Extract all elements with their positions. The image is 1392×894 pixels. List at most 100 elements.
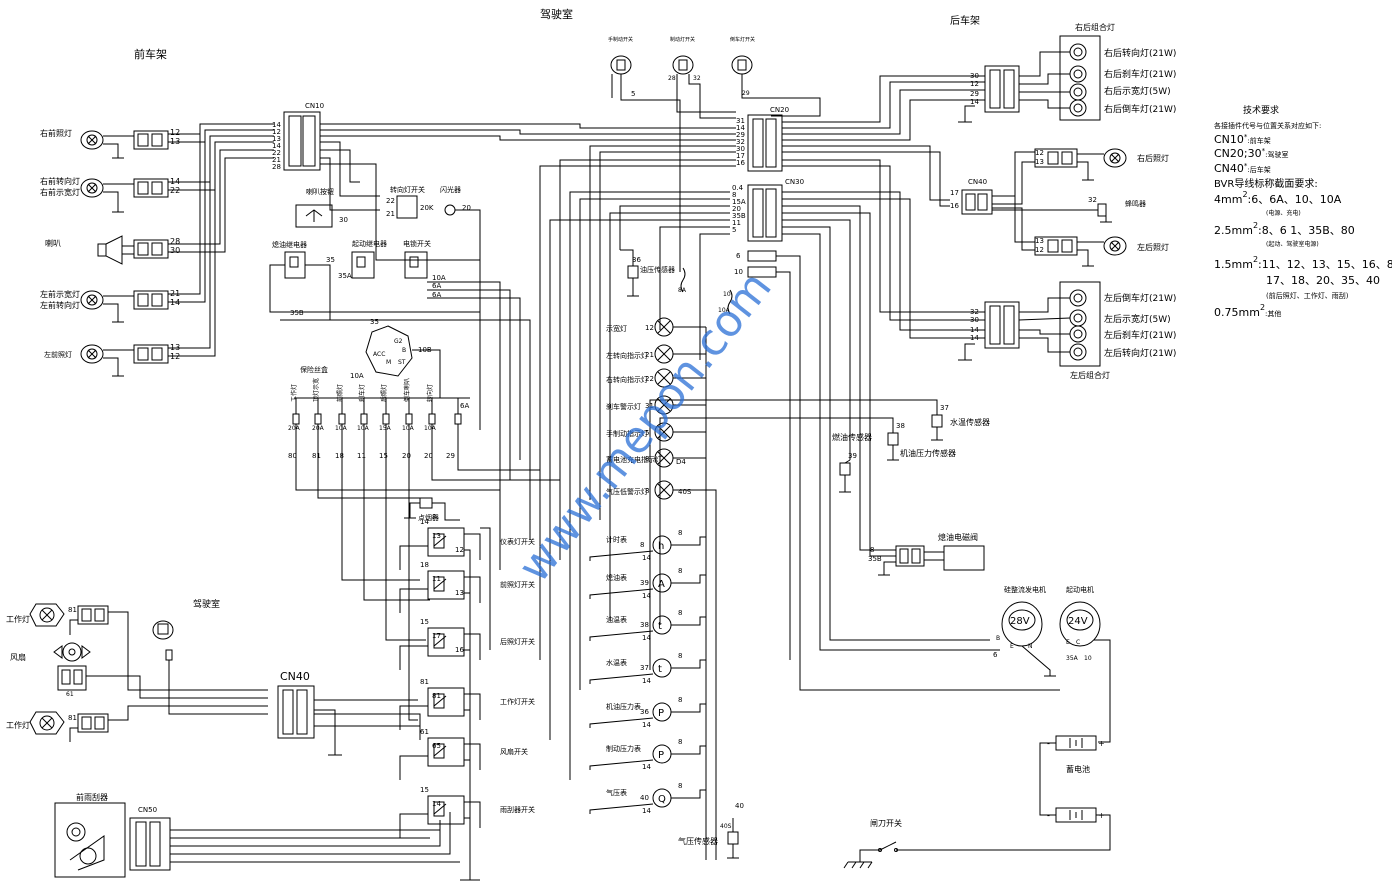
svg-text:8: 8 [678, 738, 682, 746]
lighter-icon [419, 497, 433, 509]
alt-pin: E [1010, 643, 1014, 650]
reverse-switch-label: 倒车灯开关 [730, 36, 755, 43]
work-light-label-2: 工作灯 [6, 720, 30, 730]
pin: 22 [272, 149, 281, 157]
buzzer-label: 蜂鸣器 [1125, 199, 1146, 208]
rear-group-left: 32 30 14 14 左后倒车灯(21W) 左后示宽灯(5W) 左后刹车灯(2… [958, 281, 1176, 380]
svg-text:6: 6 [736, 252, 741, 260]
pin: 13 [455, 589, 464, 597]
fuel-sensor-label: 燃油传感器 [832, 432, 872, 442]
handbrake-switch-label: 手制动开关 [608, 36, 633, 43]
switch-label: 风扇开关 [500, 747, 528, 756]
svg-text:22: 22 [386, 197, 395, 205]
tech-line3: CN20;30*:驾驶室 [1214, 147, 1288, 160]
battery: -+ 蓄电池 -+ [896, 735, 1111, 851]
turn-switch-label: 转向灯开关 [390, 185, 425, 194]
fuse [382, 398, 390, 448]
cn40-right-label: CN40 [968, 178, 987, 186]
lamp-icon [80, 344, 104, 364]
svg-text:14: 14 [642, 554, 651, 562]
gauge-symbol: P [658, 708, 664, 719]
pin: 30 [170, 246, 180, 255]
switch-body [427, 570, 465, 600]
pin: 13 [432, 532, 441, 540]
pin: 20 [732, 205, 741, 213]
fuse-label: 前照灯 [336, 384, 344, 402]
pin: 35B [732, 212, 746, 220]
sensor-icon [839, 462, 851, 476]
indicator-label: 右转向指示灯 [606, 375, 648, 384]
switch-label: 雨刮器开关 [500, 805, 535, 814]
pin: 14 [272, 142, 281, 150]
fuel-relay-label: 熄油继电器 [272, 240, 307, 249]
lighter-label: 点烟器 [418, 513, 439, 522]
gauge-label: 水温表 [606, 658, 627, 667]
gauge-label: 熄油表 [606, 573, 627, 582]
gauge-icon [652, 658, 672, 678]
pin: 12 [170, 128, 180, 137]
pin: 16 [950, 202, 959, 210]
oil-pressure-sensor-label: 机油压力传感器 [900, 448, 956, 458]
cab-lamp-icon [152, 620, 174, 640]
fuse-wire: 18 [335, 452, 344, 460]
rear-right-head-label: 右后照灯 [1137, 153, 1169, 163]
fuse-amp: 10A [402, 425, 415, 432]
lamp-icon [80, 290, 104, 310]
fan-label: 风扇 [10, 652, 26, 662]
starter-voltage: 24V [1068, 616, 1088, 627]
pin: 29 [736, 131, 745, 139]
key-pin: ST [398, 359, 406, 366]
pin: 12 [645, 324, 654, 332]
lamp-icon [1069, 309, 1087, 327]
brake-switch-label: 制动灯开关 [670, 36, 695, 43]
fuse [292, 398, 300, 448]
svg-text:39: 39 [848, 452, 857, 460]
fuse-label: 顶灯示宽 [312, 378, 320, 402]
svg-text:35: 35 [370, 318, 379, 326]
fuse-label: 刹车灯 [358, 384, 366, 402]
pin: 30 [970, 72, 979, 80]
fuse-amp: 20A [312, 425, 325, 432]
alt-pin: 6 [993, 651, 998, 659]
svg-text:14: 14 [642, 807, 651, 815]
rear-left-lamp-3: 左后刹车灯(21W) [1104, 329, 1176, 341]
cn50-label: CN50 [138, 806, 157, 814]
fuse-wire: 15 [379, 452, 388, 460]
pin: 17 [736, 152, 745, 160]
fuse-label: 转向灯 [426, 384, 434, 402]
pin: 14 [736, 124, 745, 132]
svg-text:14: 14 [642, 721, 651, 729]
pin: 8 [645, 455, 649, 463]
lamp-icon [1069, 83, 1087, 101]
svg-text:8: 8 [678, 609, 682, 617]
fuse-wire: 20 [424, 452, 433, 460]
svg-text:10A: 10A [432, 274, 446, 282]
gauge-symbol: A [658, 579, 665, 590]
fuse-box: 保险丝盒 工作灯 顶灯示宽 前照灯 刹车灯 后照灯 倒车喇叭 转向灯 6A 20… [288, 365, 560, 721]
fuse-label: 后照灯 [380, 384, 388, 402]
pin: 15 [420, 786, 429, 794]
svg-text:10A: 10A [350, 372, 364, 380]
svg-text:35B: 35B [868, 555, 882, 563]
horn-button [295, 204, 333, 228]
gauge-symbol: t [658, 664, 662, 675]
pin: 65 [432, 742, 441, 750]
pin: 5 [645, 429, 649, 437]
alternator-label: 硅整流发电机 [1004, 585, 1046, 594]
water-temp-sensor-label: 水温传感器 [950, 417, 990, 427]
svg-text:6A: 6A [432, 291, 441, 299]
connector-6 [747, 250, 777, 262]
front-lamp-4-label2: 左前转向灯 [40, 300, 80, 310]
power-switch-label: 电锁开关 [403, 239, 431, 248]
pin: 13 [272, 135, 281, 143]
front-lamp-2-label2: 右前示宽灯 [40, 187, 80, 197]
pin: 61 [420, 728, 429, 736]
tech-w3: 1.5mm2:11、12、13、15、16、81 [1214, 255, 1392, 271]
gauge-label: 油温表 [606, 615, 627, 624]
tech-line5: BVR导线标称截面要求: [1214, 177, 1318, 190]
pin: 12 [272, 128, 281, 136]
